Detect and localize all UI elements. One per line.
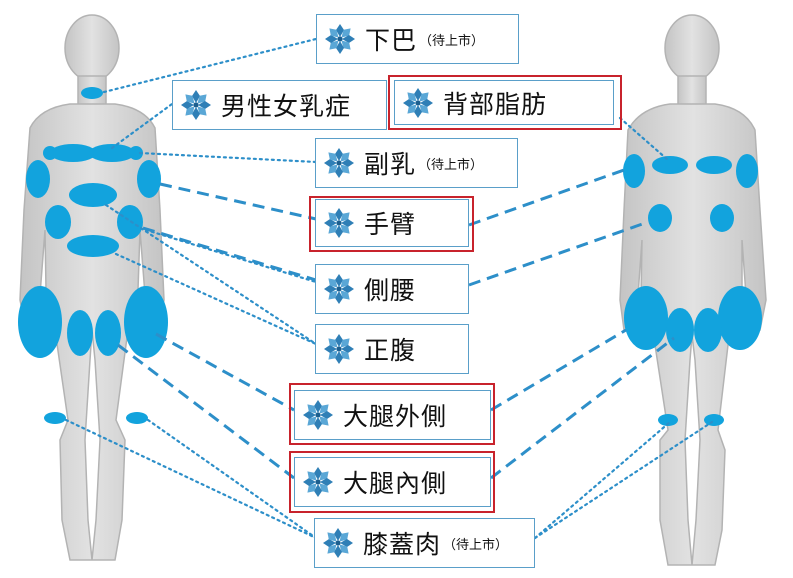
snowflake-icon bbox=[322, 146, 356, 180]
highlight-outer-thigh bbox=[289, 383, 495, 445]
back-fat-zone-right bbox=[652, 156, 688, 174]
label-chin-note: （待上市） bbox=[419, 33, 485, 49]
knee-zone-left bbox=[126, 412, 148, 424]
label-knee: 膝蓋肉 （待上市） bbox=[314, 518, 535, 568]
label-back-fat-text: 背部脂肪 bbox=[443, 89, 548, 119]
snowflake-icon bbox=[323, 22, 357, 56]
snowflake-icon bbox=[179, 88, 213, 122]
chest-zone-right bbox=[50, 144, 96, 162]
label-accessory-breast-text: 副乳 bbox=[364, 150, 417, 179]
highlight-arm bbox=[309, 196, 474, 252]
inner-thigh-zone-right bbox=[67, 310, 93, 356]
label-male-breast-text: 男性女乳症 bbox=[221, 92, 352, 121]
highlight-back-fat bbox=[388, 75, 622, 130]
front-fat-zones bbox=[18, 87, 168, 424]
label-abdomen-text: 正腹 bbox=[364, 336, 417, 365]
snowflake-icon bbox=[322, 272, 356, 306]
highlight-inner-thigh bbox=[289, 451, 495, 513]
inner-thigh-zone-back-right bbox=[666, 308, 694, 352]
connector-outer-thigh-back bbox=[490, 328, 627, 412]
dotted-connectors bbox=[64, 37, 714, 540]
flank-zone-back-left bbox=[710, 204, 734, 232]
knee-zone-back-left bbox=[704, 414, 724, 426]
knee-zone-right bbox=[44, 412, 66, 424]
underarm-zone-left bbox=[129, 146, 143, 160]
label-arm: 手臂 bbox=[315, 199, 469, 247]
label-chin: 下巴 （待上市） bbox=[316, 14, 519, 64]
label-knee-note: （待上市） bbox=[443, 537, 509, 553]
knee-zone-back-right bbox=[658, 414, 678, 426]
outer-thigh-zone-back-right bbox=[624, 286, 668, 350]
connector-inner-thigh-front bbox=[117, 343, 295, 480]
connector-knee-back-2 bbox=[533, 420, 714, 540]
label-knee-text: 膝蓋肉 bbox=[363, 530, 442, 559]
connector-outer-thigh-front bbox=[155, 332, 295, 412]
label-chin-text: 下巴 bbox=[365, 26, 418, 55]
connector-abdomen-1 bbox=[104, 203, 318, 346]
label-inner-thigh-text: 大腿內側 bbox=[343, 469, 448, 498]
snowflake-icon bbox=[321, 526, 355, 560]
chin-zone bbox=[81, 87, 103, 99]
label-outer-thigh: 大腿外側 bbox=[294, 390, 491, 440]
arm-zone-back-right bbox=[623, 154, 645, 188]
connector-arm-front bbox=[159, 182, 317, 221]
flank-zone-back-right bbox=[648, 204, 672, 232]
snowflake-icon bbox=[322, 332, 356, 366]
label-accessory-breast: 副乳 （待上市） bbox=[315, 138, 518, 188]
connector-arm-back bbox=[468, 168, 625, 227]
label-inner-thigh: 大腿內側 bbox=[294, 457, 491, 507]
inner-thigh-zone-left bbox=[95, 310, 121, 356]
label-arm-text: 手臂 bbox=[364, 210, 417, 239]
label-flank: 側腰 bbox=[315, 264, 469, 314]
connector-flank-front-dash bbox=[142, 226, 317, 282]
connector-back-fat bbox=[618, 116, 670, 162]
back-fat-zones bbox=[623, 154, 762, 426]
connector-male-breast bbox=[110, 102, 174, 150]
flank-zone-left bbox=[117, 205, 143, 239]
flank-zone-right bbox=[45, 205, 71, 239]
underarm-zone-right bbox=[43, 146, 57, 160]
outer-thigh-zone-right bbox=[18, 286, 62, 358]
arm-zone-left bbox=[137, 160, 161, 198]
label-back-fat: 背部脂肪 bbox=[394, 80, 614, 125]
arm-zone-right bbox=[26, 160, 50, 198]
chest-zone-left bbox=[89, 144, 135, 162]
dashed-connectors bbox=[117, 168, 675, 480]
connector-flank-front bbox=[144, 228, 318, 284]
upper-abdomen-zone bbox=[69, 183, 117, 207]
label-accessory-breast-note: （待上市） bbox=[418, 157, 484, 173]
outer-thigh-zone-left bbox=[124, 286, 168, 358]
connector-flank-back bbox=[468, 220, 649, 287]
lower-abdomen-zone bbox=[67, 235, 119, 257]
arm-zone-back-left bbox=[736, 154, 758, 188]
connector-knee-front-2 bbox=[146, 418, 318, 540]
label-abdomen: 正腹 bbox=[315, 324, 469, 374]
connector-inner-thigh-back bbox=[490, 336, 675, 480]
label-male-breast: 男性女乳症 bbox=[172, 80, 387, 130]
connector-knee-front-1 bbox=[64, 418, 318, 540]
connector-chin bbox=[102, 37, 318, 94]
connector-abdomen-2 bbox=[114, 252, 318, 346]
connector-knee-back-1 bbox=[533, 420, 672, 540]
label-outer-thigh-text: 大腿外側 bbox=[343, 402, 448, 431]
connector-accessory-breast bbox=[138, 151, 318, 164]
label-flank-text: 側腰 bbox=[364, 276, 417, 305]
outer-thigh-zone-back-left bbox=[718, 286, 762, 350]
back-fat-zone-left bbox=[696, 156, 732, 174]
inner-thigh-zone-back-left bbox=[694, 308, 722, 352]
